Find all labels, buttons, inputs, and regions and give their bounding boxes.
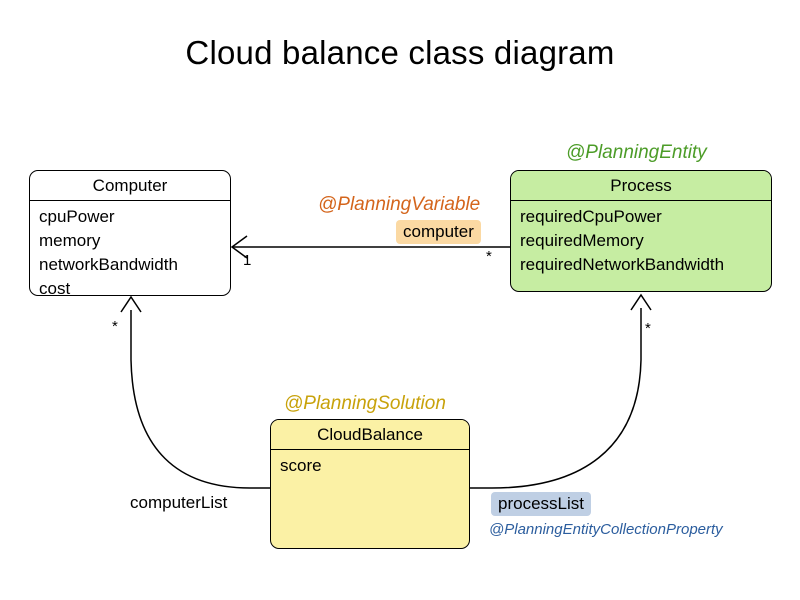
class-attributes-process: requiredCpuPower requiredMemory required… — [511, 201, 771, 281]
edge-label-computer: computer — [396, 220, 481, 244]
class-attributes-cloudbalance: score — [271, 450, 469, 482]
multiplicity-process-star: * — [486, 248, 492, 265]
class-box-cloudbalance[interactable]: CloudBalance score — [270, 419, 470, 549]
edge-label-process-list: processList — [491, 492, 591, 516]
class-box-computer[interactable]: Computer cpuPower memory networkBandwidt… — [29, 170, 231, 296]
attribute-row: requiredMemory — [520, 231, 644, 250]
class-name-cloudbalance: CloudBalance — [271, 420, 469, 450]
edge-cloudbalance-to-computer — [120, 295, 270, 489]
edge-process-to-computer — [230, 235, 510, 259]
class-name-process: Process — [511, 171, 771, 201]
annotation-planning-variable: @PlanningVariable — [318, 194, 481, 215]
attribute-row: requiredNetworkBandwidth — [520, 255, 725, 274]
attribute-row: requiredCpuPower — [520, 207, 662, 226]
attribute-row: cpuPower — [39, 207, 115, 226]
annotation-planning-entity-collection-property: @PlanningEntityCollectionProperty — [489, 521, 723, 538]
class-box-process[interactable]: Process requiredCpuPower requiredMemory … — [510, 170, 772, 292]
class-attributes-computer: cpuPower memory networkBandwidth cost — [30, 201, 230, 296]
annotation-planning-entity: @PlanningEntity — [566, 142, 707, 163]
attribute-row: score — [280, 456, 322, 475]
class-name-computer: Computer — [30, 171, 230, 201]
attribute-row: cost — [39, 279, 71, 296]
multiplicity-computer-list-star: * — [112, 318, 118, 335]
attribute-row: networkBandwidth — [39, 255, 178, 274]
attribute-row: memory — [39, 231, 101, 250]
multiplicity-process-list-star: * — [645, 320, 651, 337]
annotation-planning-solution: @PlanningSolution — [284, 393, 446, 414]
edge-cloudbalance-to-process — [470, 293, 652, 489]
page-title: Cloud balance class diagram — [185, 34, 615, 71]
edge-label-computer-list: computerList — [130, 493, 228, 512]
multiplicity-computer-one: 1 — [243, 252, 252, 269]
